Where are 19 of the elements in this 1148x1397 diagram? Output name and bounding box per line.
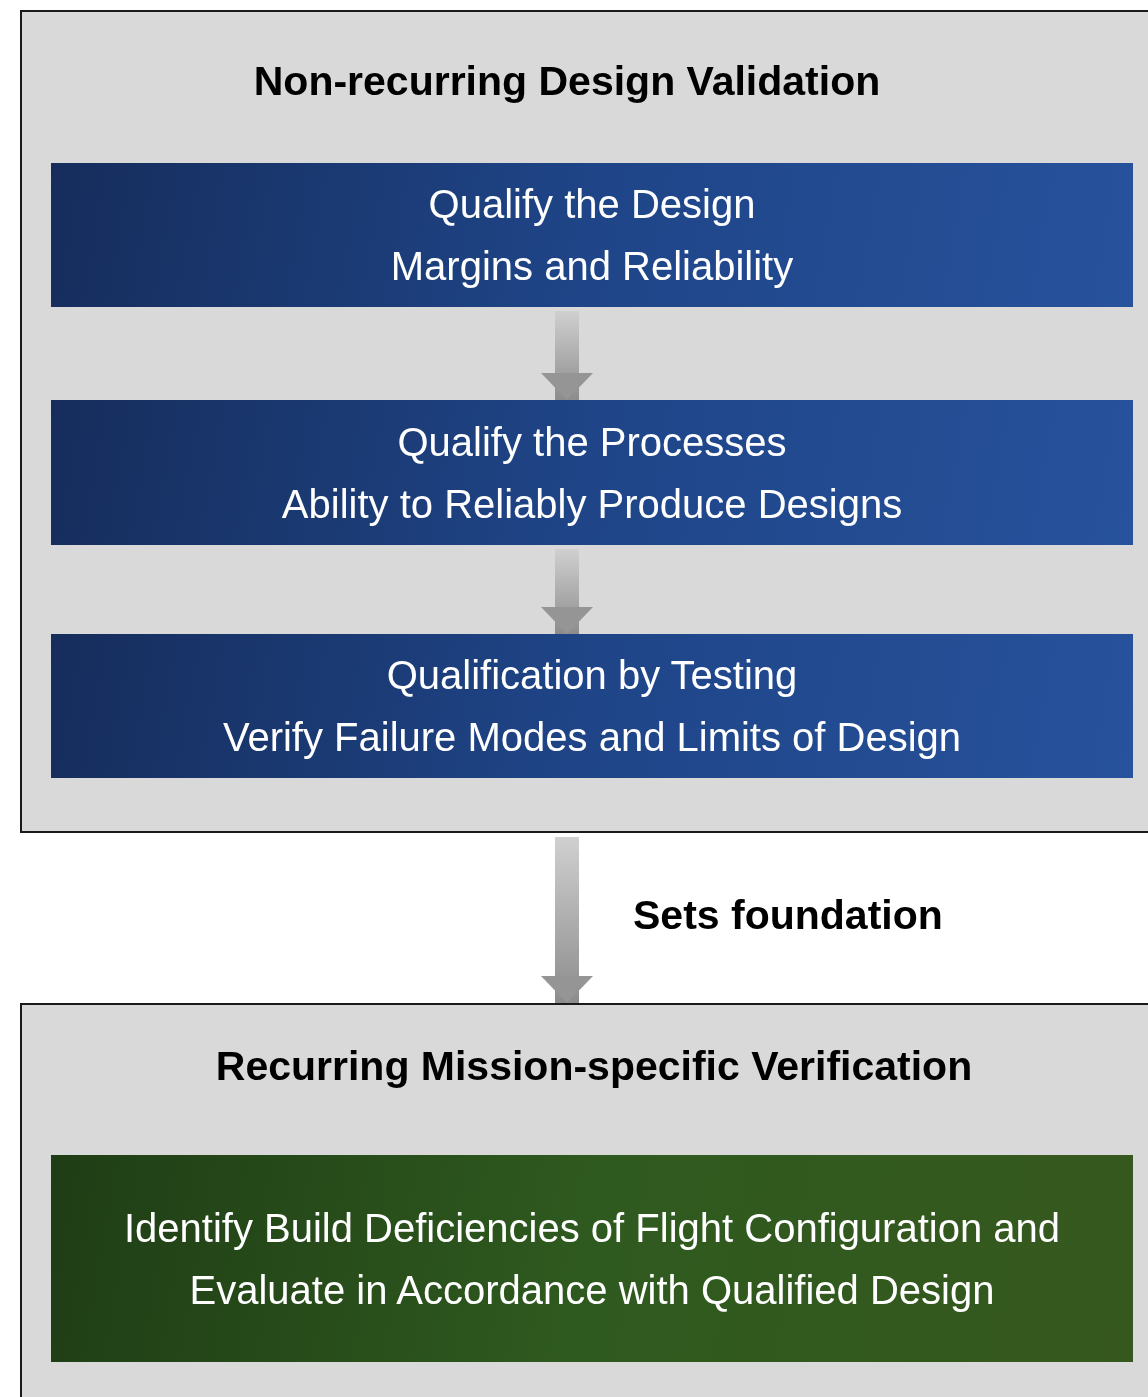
arrow [541,549,593,634]
arrow [541,311,593,400]
group-panel [20,1003,1148,1397]
process-box [51,1155,1133,1362]
box-text: Ability to Reliably Produce Designs [281,480,903,528]
box-title: Qualify the Design [428,181,756,228]
box-title: Qualification by Testing [386,652,798,699]
box-text: Verify Failure Modes and Limits of Design [222,714,962,761]
edge-label: Sets foundation [633,892,943,939]
process-box [51,400,1133,545]
box-text: Margins and Reliability [390,243,794,290]
box-title: Qualify the Processes [397,418,787,466]
arrow [541,837,593,1003]
box-title: Identify Build Deficiencies of Flight Configuration and Evaluate in Accordance with Qualified Design [122,1204,1062,1314]
process-box [51,634,1133,778]
process-box [51,163,1133,307]
group-panel [20,10,1148,833]
panel-heading: Non-recurring Design Validation [252,58,882,105]
panel-heading: Recurring Mission-specific Verification [214,1043,974,1090]
